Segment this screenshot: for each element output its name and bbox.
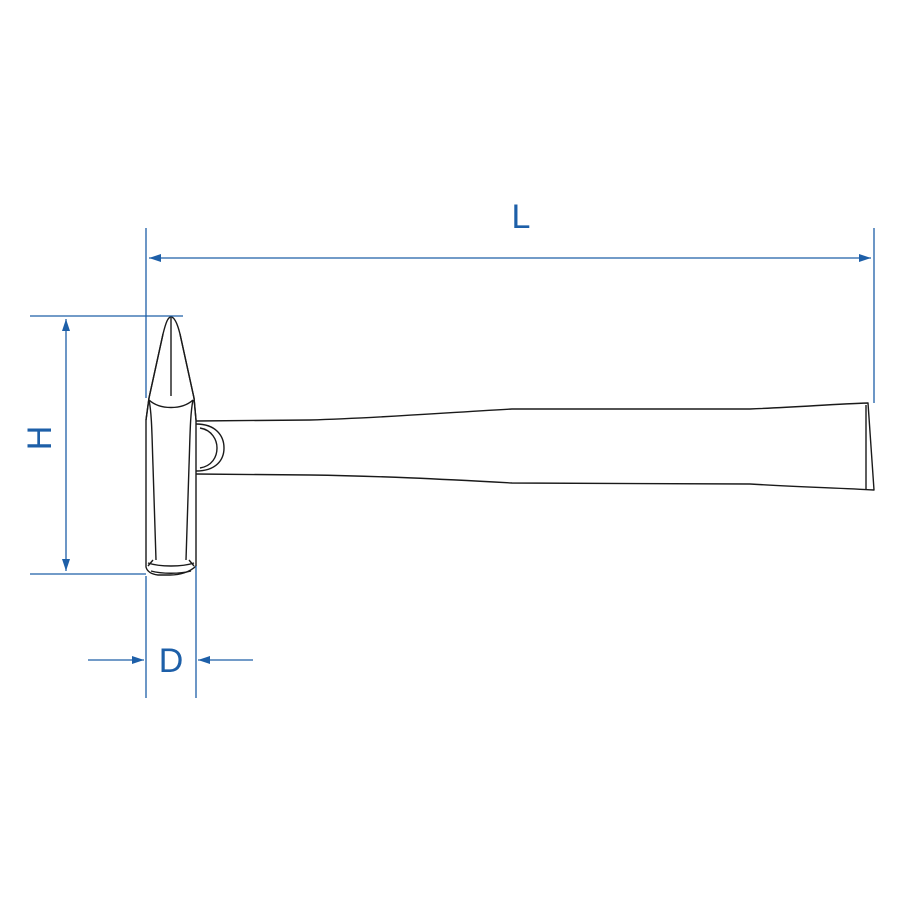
dimensions bbox=[30, 228, 875, 698]
hammer-drawing bbox=[145, 316, 875, 576]
head-facet-right bbox=[185, 399, 194, 561]
hammer-head bbox=[145, 316, 197, 576]
length-label: L bbox=[512, 198, 531, 236]
depth-label: D bbox=[159, 642, 184, 680]
hammer-wedge bbox=[195, 423, 225, 472]
head-peen-facet bbox=[145, 333, 197, 421]
head-striking-face bbox=[147, 562, 195, 574]
head-facet-mid bbox=[148, 399, 194, 409]
hammer-handle bbox=[195, 402, 875, 491]
head-face-right bbox=[188, 559, 195, 567]
height-label: H bbox=[21, 426, 59, 451]
head-face-left bbox=[147, 559, 154, 567]
hammer-wedge-inner bbox=[199, 427, 218, 469]
head-facet-left bbox=[148, 399, 157, 561]
